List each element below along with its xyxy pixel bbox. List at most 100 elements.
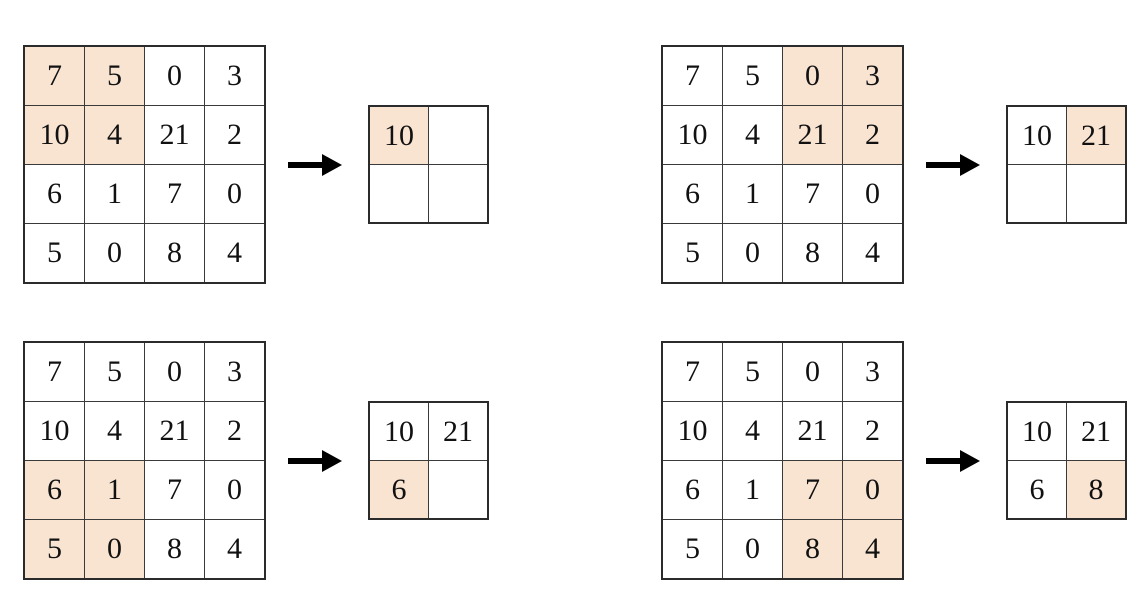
grid-cell: 5 — [722, 45, 783, 106]
grid-cell: 0 — [722, 519, 783, 580]
table-row: 10 — [368, 105, 489, 165]
grid-cell: 5 — [661, 519, 723, 580]
grid-cell — [1066, 164, 1127, 224]
grid-cell: 10 — [1006, 401, 1067, 461]
grid-cell — [368, 164, 429, 224]
grid-cell: 0 — [204, 164, 266, 224]
grid-cell: 4 — [204, 223, 266, 284]
right-arrow-icon — [926, 448, 980, 474]
grid-cell: 4 — [204, 519, 266, 580]
grid-cell: 8 — [1066, 460, 1127, 520]
grid-cell: 10 — [23, 105, 85, 165]
grid-cell: 1 — [722, 164, 783, 224]
grid-cell: 7 — [144, 460, 205, 520]
grid-cell: 0 — [782, 45, 843, 106]
arrow-head — [960, 153, 980, 176]
grid-cell: 21 — [144, 401, 205, 461]
grid-cell: 3 — [204, 45, 266, 106]
arrow-shaft — [926, 457, 964, 464]
grid-cell: 2 — [204, 401, 266, 461]
grid-cell: 0 — [842, 460, 904, 520]
table-row: 6 — [368, 460, 489, 520]
grid-cell: 6 — [368, 460, 429, 520]
arrow-shaft — [288, 457, 326, 464]
grid-cell: 8 — [782, 223, 843, 284]
grid-cell: 2 — [842, 105, 904, 165]
grid-cell: 4 — [842, 519, 904, 580]
grid-cell: 5 — [84, 45, 145, 106]
grid-cell: 10 — [368, 401, 429, 461]
grid-cell: 2 — [204, 105, 266, 165]
grid-cell: 5 — [84, 341, 145, 402]
grid-cell: 6 — [1006, 460, 1067, 520]
grid-cell: 0 — [842, 164, 904, 224]
grid-cell: 7 — [23, 341, 85, 402]
grid-cell: 3 — [842, 45, 904, 106]
arrow-head — [322, 449, 342, 472]
grid-cell: 1 — [84, 164, 145, 224]
grid-cell: 21 — [782, 401, 843, 461]
grid-cell: 5 — [661, 223, 723, 284]
grid-cell: 2 — [842, 401, 904, 461]
grid-cell: 10 — [1006, 105, 1067, 165]
grid-cell: 5 — [23, 519, 85, 580]
grid-cell: 4 — [84, 105, 145, 165]
grid-cell: 10 — [661, 401, 723, 461]
grid-cell: 0 — [722, 223, 783, 284]
grid-cell: 0 — [144, 45, 205, 106]
grid-cell: 5 — [722, 341, 783, 402]
grid-cell: 7 — [661, 341, 723, 402]
grid-cell: 1 — [722, 460, 783, 520]
arrow-shaft — [288, 161, 326, 168]
table-row — [368, 164, 489, 224]
arrow-head — [960, 449, 980, 472]
grid-cell: 0 — [84, 519, 145, 580]
grid-cell: 6 — [661, 164, 723, 224]
grid-cell: 1 — [84, 460, 145, 520]
grid-cell: 8 — [144, 223, 205, 284]
arrow-shaft — [926, 161, 964, 168]
grid-cell: 7 — [782, 164, 843, 224]
grid-cell: 7 — [144, 164, 205, 224]
grid-cell: 0 — [782, 341, 843, 402]
arrow-head — [322, 153, 342, 176]
grid-cell: 8 — [782, 519, 843, 580]
grid-cell: 7 — [661, 45, 723, 106]
table-row — [1006, 164, 1127, 224]
right-arrow-icon — [288, 152, 342, 178]
grid-cell: 4 — [84, 401, 145, 461]
grid-cell: 10 — [23, 401, 85, 461]
grid-cell: 6 — [23, 164, 85, 224]
right-arrow-icon — [288, 448, 342, 474]
grid-cell: 21 — [144, 105, 205, 165]
grid-cell: 10 — [661, 105, 723, 165]
grid-cell: 21 — [1066, 401, 1127, 461]
grid-cell: 0 — [144, 341, 205, 402]
grid-cell: 4 — [842, 223, 904, 284]
grid-cell: 6 — [23, 460, 85, 520]
